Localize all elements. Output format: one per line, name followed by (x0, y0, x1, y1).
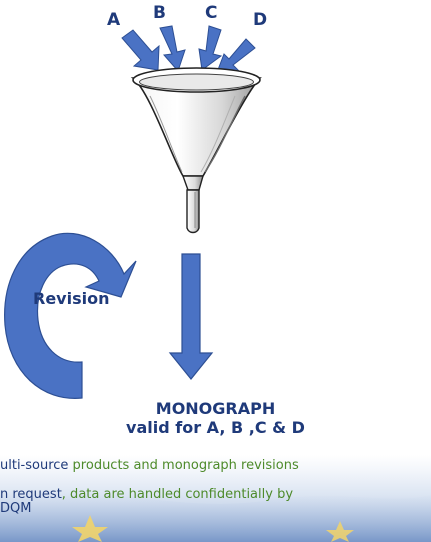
arrow-from-b (159, 25, 186, 72)
note-confidential-part2: , data are handled confidentially by (61, 487, 294, 502)
eu-flag-watermark (0, 491, 431, 542)
monograph-subtitle: valid for A, B ,C & D (126, 418, 305, 437)
source-label-c: C (205, 3, 218, 23)
monograph-title: MONOGRAPH (155, 399, 276, 418)
background-band (0, 455, 431, 542)
revision-label: Revision (33, 289, 110, 308)
arrow-from-c (198, 25, 223, 71)
note-confidential-part1: n request (0, 487, 62, 502)
funnel-icon (130, 67, 262, 234)
note-edqm: DQM (0, 501, 32, 516)
note-multi-source-part2: products and monograph revisions (68, 458, 299, 473)
note-multi-source-part1: ulti-source (0, 458, 69, 473)
source-label-d: D (253, 10, 268, 30)
source-label-a: A (107, 10, 121, 30)
revision-cycle-arrow (4, 232, 137, 399)
note-multi-source: ulti-source products and monograph revis… (0, 458, 299, 473)
note-confidential: n request, data are handled confidential… (0, 487, 293, 502)
source-label-b: B (153, 3, 166, 23)
down-arrow (168, 253, 214, 380)
arrow-from-a (121, 29, 160, 71)
